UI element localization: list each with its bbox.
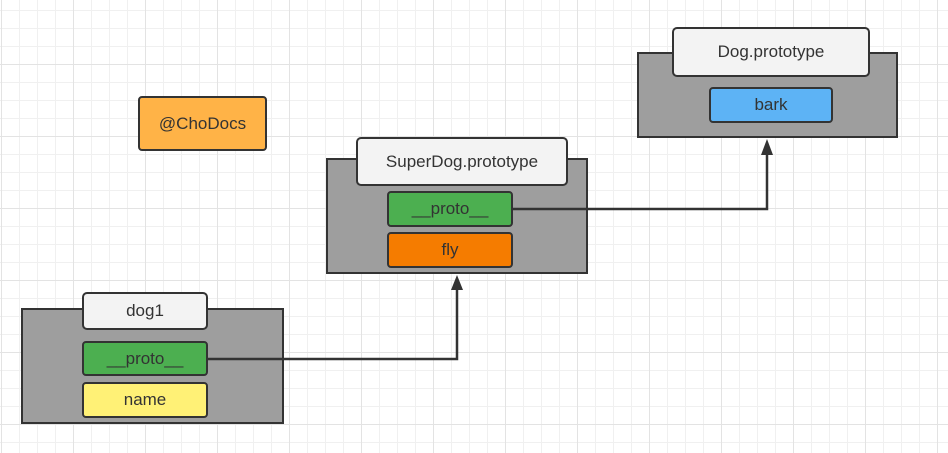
name-property: name bbox=[82, 382, 208, 418]
dog1-proto-property: __proto__ bbox=[82, 341, 208, 376]
dog-prototype-title: Dog.prototype bbox=[672, 27, 870, 77]
arrowhead-superdog bbox=[451, 275, 463, 290]
dog1-title: dog1 bbox=[82, 292, 208, 330]
watermark-label: @ChoDocs bbox=[138, 96, 267, 151]
superdog-prototype-title: SuperDog.prototype bbox=[356, 137, 568, 186]
superdog-proto-property: __proto__ bbox=[387, 191, 513, 227]
bark-property: bark bbox=[709, 87, 833, 123]
fly-property: fly bbox=[387, 232, 513, 268]
arrowhead-dog bbox=[761, 139, 773, 155]
